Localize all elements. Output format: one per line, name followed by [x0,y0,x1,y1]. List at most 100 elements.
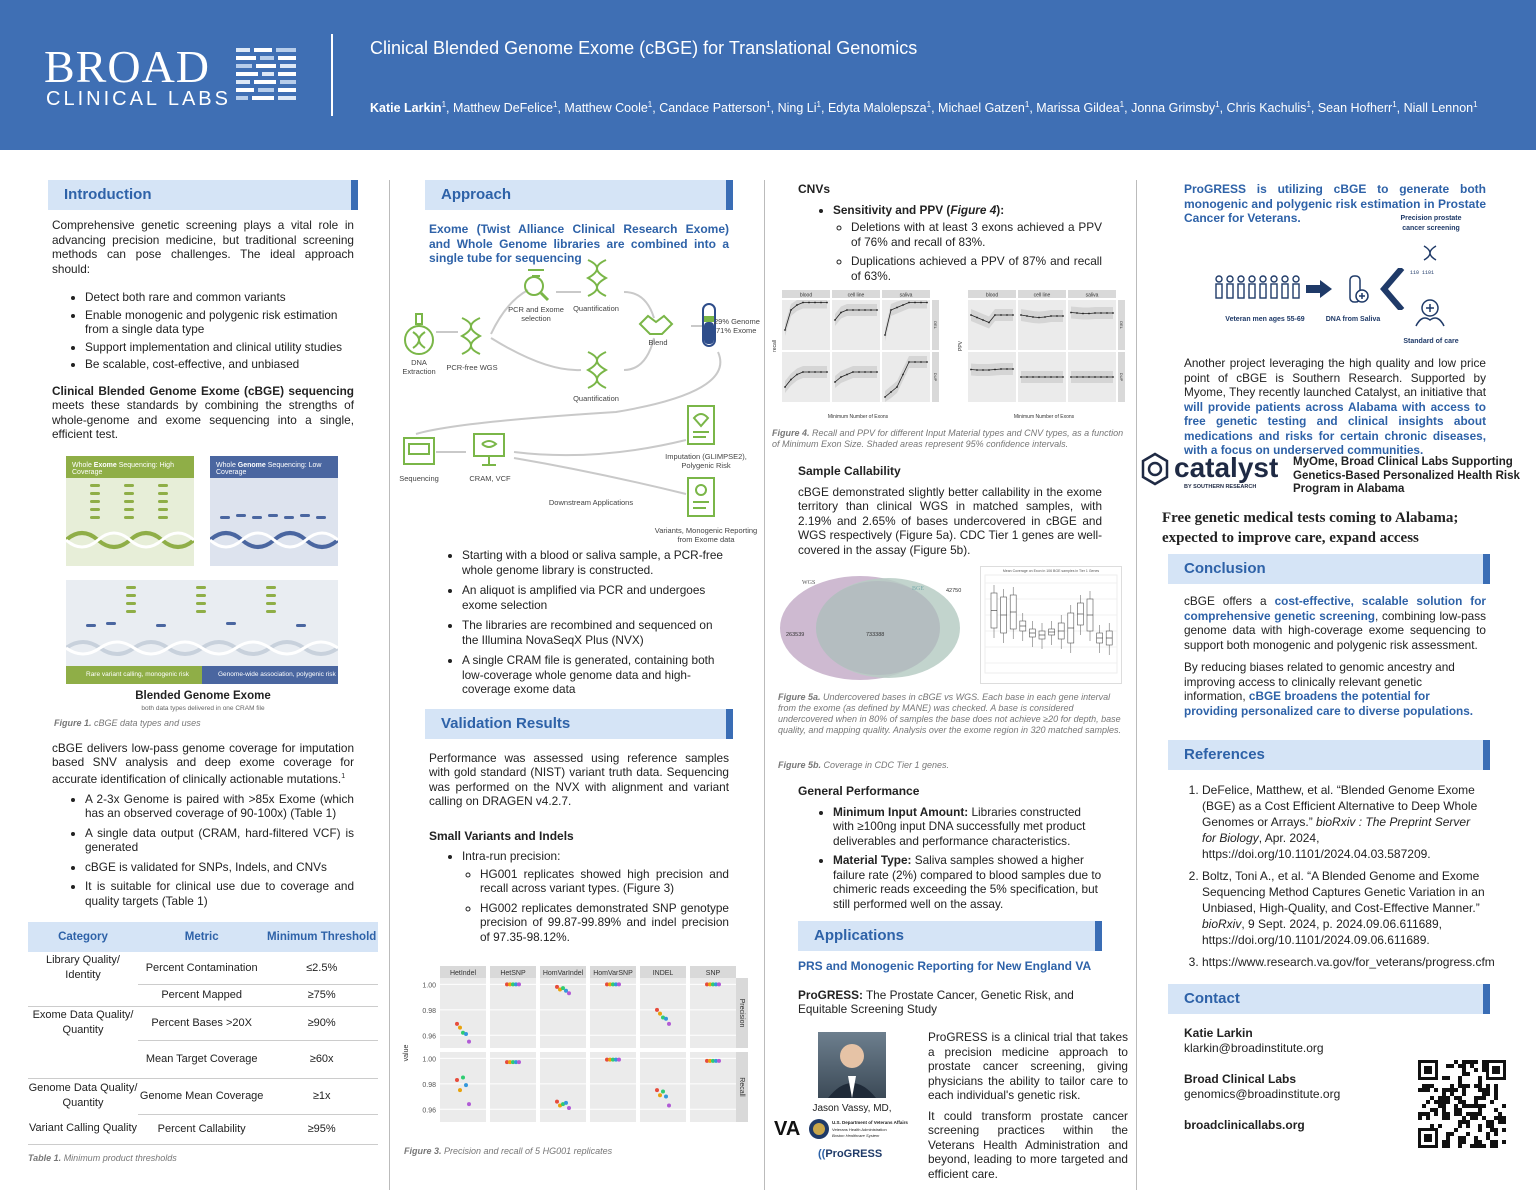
table-cell: Percent Callability [138,1114,266,1145]
validation-heading: Validation Results [425,708,733,739]
data-point [608,1057,612,1062]
reference-tail: , 9 Sept. 2024, p. 2024.09.06.611689, ht… [1202,917,1442,947]
confidence-band [835,366,877,388]
qr-module [1418,1088,1422,1092]
small-variants-heading: Small Variants and Indels [429,828,574,843]
data-point [605,1057,609,1062]
qr-module [1458,1112,1462,1116]
qr-module [1418,1112,1422,1116]
precision-dna-icon: 110 1101 [1410,245,1437,276]
qr-code-icon[interactable] [1418,1060,1506,1148]
qr-module [1494,1096,1498,1100]
contact-name: Katie Larkin [1184,1026,1253,1040]
facet-panel [968,352,1016,402]
column-approach-lower: Starting with a blood or saliva sample, … [425,548,733,949]
qr-finder-core [1424,1134,1432,1142]
facet-strip [832,290,880,298]
qr-module [1450,1092,1454,1096]
y-tick-label: 0.96 [422,1033,436,1040]
catalyst-title: MyOme, Broad Clinical Labs Supporting Ge… [1293,456,1520,495]
data-point [890,391,892,393]
contact-org-email[interactable]: genomics@broadinstitute.org [1184,1087,1341,1101]
dna-helix-icon [460,317,482,355]
qr-module [1490,1140,1494,1144]
data-point [1020,314,1022,316]
approach-bullet: A single CRAM file is generated, contain… [462,653,729,697]
qr-finder-core [1424,1066,1432,1074]
progress-highlight: ProGRESS is utilizing cBGE to generate b… [1184,182,1486,225]
author-name: Sean Hofherr [1317,101,1393,116]
approach-subtitle: Exome (Twist Alliance Clinical Research … [429,222,729,265]
coverage-bullet: cBGE is validated for SNPs, Indels, and … [85,860,354,875]
computer-icon [473,433,505,466]
qr-module [1470,1104,1474,1108]
figure-1: Whole Exome Sequencing: High Coverage Wh… [48,455,358,716]
contact-email[interactable]: klarkin@broadinstitute.org [1184,1041,1324,1055]
data-point [511,982,515,987]
data-point [826,301,828,304]
blended-reads-graphic [64,585,340,656]
dna-extraction-icon [404,313,434,355]
qr-module [1426,1100,1430,1104]
data-point [505,1060,509,1065]
qr-module [1426,1112,1430,1116]
affiliation-mark: 1 [1215,100,1220,109]
qr-module [1442,1112,1446,1116]
va-seal-icon [809,1119,829,1139]
y-axis-label: value [403,1045,410,1062]
data-point [1094,376,1096,378]
data-point [908,361,910,363]
data-point [1032,316,1034,318]
item-text: Libraries constructed with ≥100ng input … [833,804,1086,848]
data-point [708,982,712,987]
approach-heading: Approach [425,180,733,210]
facet-label: HetIndel [450,970,477,977]
facet-panel [590,978,636,1048]
facet-panel [640,1052,686,1122]
series-line [834,309,877,321]
qr-module [1478,1112,1482,1116]
affiliation-mark: 1 [926,100,932,109]
column-approach: Approach Exome (Twist Alliance Clinical … [425,160,733,266]
data-point [784,386,786,388]
series-line [970,314,1013,323]
contact-website[interactable]: broadclinicallabs.org [1184,1118,1305,1132]
qr-module [1430,1124,1434,1128]
facet-strip [690,966,736,978]
qr-module [1446,1100,1450,1104]
qr-module [1450,1132,1454,1136]
data-point [1000,368,1002,370]
qr-module [1434,1088,1438,1092]
data-point [784,329,786,331]
data-point [1056,315,1058,317]
table-cell: Exome Data Quality/ Quantity [32,1009,134,1037]
qr-module [1458,1080,1462,1084]
qr-module [1490,1120,1494,1124]
data-point [870,309,872,311]
va-logo-text: VA [774,1118,801,1140]
qr-module [1462,1136,1466,1140]
facet-panel [968,300,1016,350]
qr-module [1482,1088,1486,1092]
label-dna-extraction: DNA Extraction [402,358,436,376]
cnv-sub-list: Deletions with at least 3 exons achieved… [833,220,1102,283]
data-point [1106,312,1108,314]
facet-panel [1018,300,1066,350]
data-point [517,1060,521,1065]
data-point [976,369,978,371]
qr-module [1462,1060,1466,1064]
qr-module [1458,1120,1462,1124]
qr-module [1462,1104,1466,1108]
affiliation-mark: 1 [553,100,558,109]
table-header-cell: Category [28,922,138,952]
coverage-bullet: It is suitable for clinical use due to c… [85,879,354,908]
data-point [1100,312,1102,314]
row-strip-label: Recall [738,1077,745,1097]
qr-module [1482,1096,1486,1100]
data-point [926,301,928,304]
data-point [1012,314,1014,316]
author-name: Jonna Grimsby [1131,101,1216,116]
column-divider [764,180,765,1190]
